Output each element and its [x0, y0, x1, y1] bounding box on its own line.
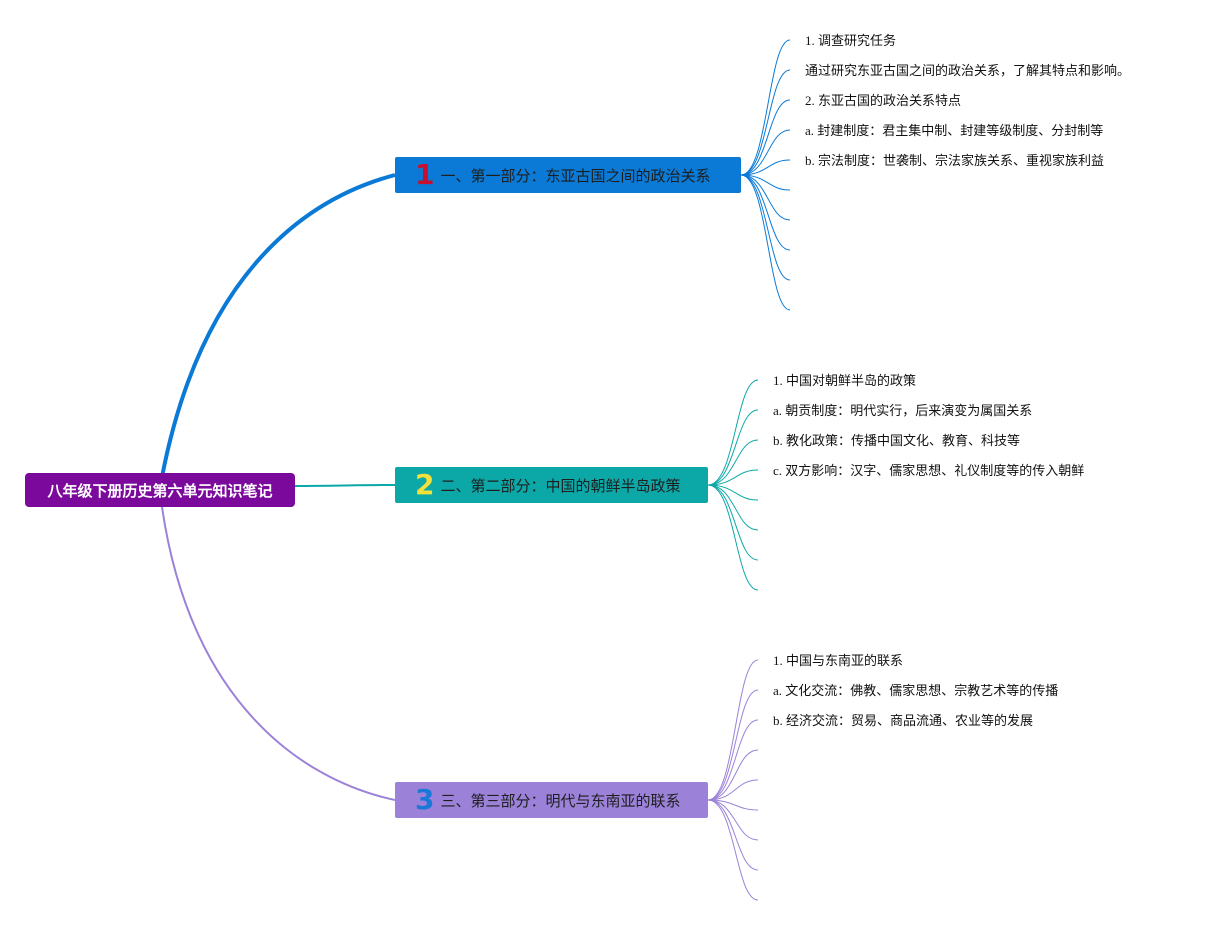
branch-1-item[interactable]: 2. 东亚古国的政治关系特点: [805, 93, 962, 108]
leaf-connector: [707, 799, 759, 841]
branch-2-title: 二、第二部分：中国的朝鲜半岛政策: [440, 476, 681, 495]
leaf-connector: [707, 719, 759, 801]
branch-1-number: 1: [415, 158, 435, 191]
branch-1-item[interactable]: 1. 调查研究任务: [805, 33, 897, 48]
branch-2-item[interactable]: b. 教化政策：传播中国文化、教育、科技等: [773, 433, 1021, 448]
leaf-connector: [707, 484, 759, 501]
leaf-connector: [707, 799, 759, 871]
leaf-connector: [740, 39, 791, 176]
branch-1-node[interactable]: 1 一、第一部分：东亚古国之间的政治关系: [395, 157, 741, 193]
branch-3-item[interactable]: 1. 中国与东南亚的联系: [773, 653, 904, 668]
root-node[interactable]: 八年级下册历史第六单元知识笔记: [25, 473, 295, 507]
leaf-connector: [740, 174, 791, 251]
branch-3-item[interactable]: b. 经济交流：贸易、商品流通、农业等的发展: [773, 713, 1034, 728]
branch-2-item[interactable]: 1. 中国对朝鲜半岛的政策: [773, 373, 917, 388]
branch-3-connector: [161, 506, 396, 801]
leaf-connector: [740, 174, 791, 221]
branch-1-title: 一、第一部分：东亚古国之间的政治关系: [440, 166, 711, 185]
branch-3-title: 三、第三部分：明代与东南亚的联系: [440, 791, 681, 810]
leaf-connector: [707, 799, 759, 901]
leaf-connector: [740, 174, 791, 281]
leaf-connector: [740, 174, 791, 311]
leaf-connector: [707, 779, 759, 801]
branch-1-connector: [160, 173, 396, 478]
branch-2-number: 2: [415, 468, 435, 501]
leaf-connector: [707, 484, 759, 531]
branch-1-item[interactable]: b. 宗法制度：世袭制、宗法家族关系、重视家族利益: [805, 153, 1105, 168]
leaf-connector: [740, 129, 791, 176]
leaf-connector: [707, 659, 759, 801]
leaf-connector: [707, 484, 759, 561]
leaf-connector: [740, 159, 791, 176]
leaf-connector: [740, 69, 791, 176]
branch-2-item[interactable]: c. 双方影响：汉字、儒家思想、礼仪制度等的传入朝鲜: [773, 463, 1085, 478]
branch-1-item[interactable]: 通过研究东亚古国之间的政治关系，了解其特点和影响。: [805, 63, 1131, 78]
leaf-connector: [707, 469, 759, 486]
branch-3-item[interactable]: a. 文化交流：佛教、儒家思想、宗教艺术等的传播: [773, 683, 1059, 698]
leaf-connector: [740, 99, 791, 176]
leaf-connector: [707, 749, 759, 801]
leaf-connector: [707, 689, 759, 801]
branch-1-item[interactable]: a. 封建制度：君主集中制、封建等级制度、分封制等: [805, 123, 1104, 138]
root-title: 八年级下册历史第六单元知识笔记: [47, 481, 273, 500]
branch-3-number: 3: [415, 783, 435, 816]
leaf-connector: [707, 379, 759, 486]
branch-3-node[interactable]: 3 三、第三部分：明代与东南亚的联系: [395, 782, 708, 818]
branch-2-node[interactable]: 2 二、第二部分：中国的朝鲜半岛政策: [395, 467, 708, 503]
leaf-connector: [707, 484, 759, 591]
leaf-connector: [707, 409, 759, 486]
branch-2-item[interactable]: a. 朝贡制度：明代实行，后来演变为属国关系: [773, 403, 1033, 418]
branch-2-connector: [294, 484, 396, 487]
leaf-connector: [707, 439, 759, 486]
